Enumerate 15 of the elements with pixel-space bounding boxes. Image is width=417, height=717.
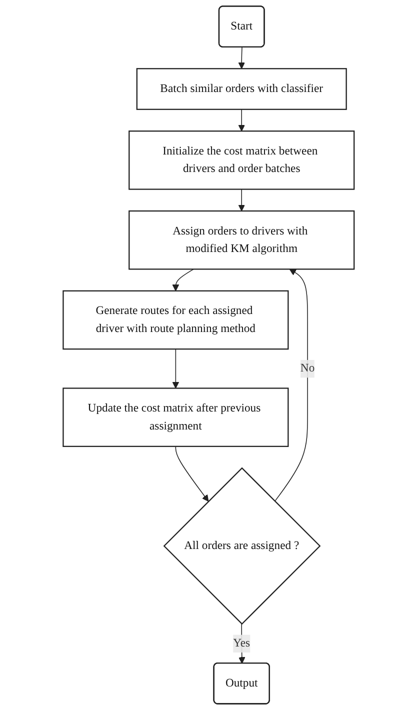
- arrow: [175, 446, 209, 502]
- arrow: [238, 188, 245, 212]
- edge-label: No: [300, 362, 315, 375]
- arrow: [172, 348, 179, 389]
- arrow: [274, 268, 308, 502]
- node-box: Assign orders to drivers with modified KM algorithm: [128, 210, 355, 270]
- node-box: Initialize the cost matrix between drivers and order batches: [128, 130, 355, 190]
- arrow: [238, 108, 245, 132]
- edge-label: Yes: [232, 637, 250, 650]
- node-box: Generate routes for each assigned driver with route planning method: [62, 290, 289, 350]
- node-diamond: All orders are assigned ?: [163, 467, 321, 625]
- arrow: [238, 46, 245, 69]
- arrow: [172, 268, 194, 292]
- node-box: Batch similar orders with classifier: [136, 68, 347, 110]
- node-box: Update the cost matrix after previous assignment: [62, 388, 289, 447]
